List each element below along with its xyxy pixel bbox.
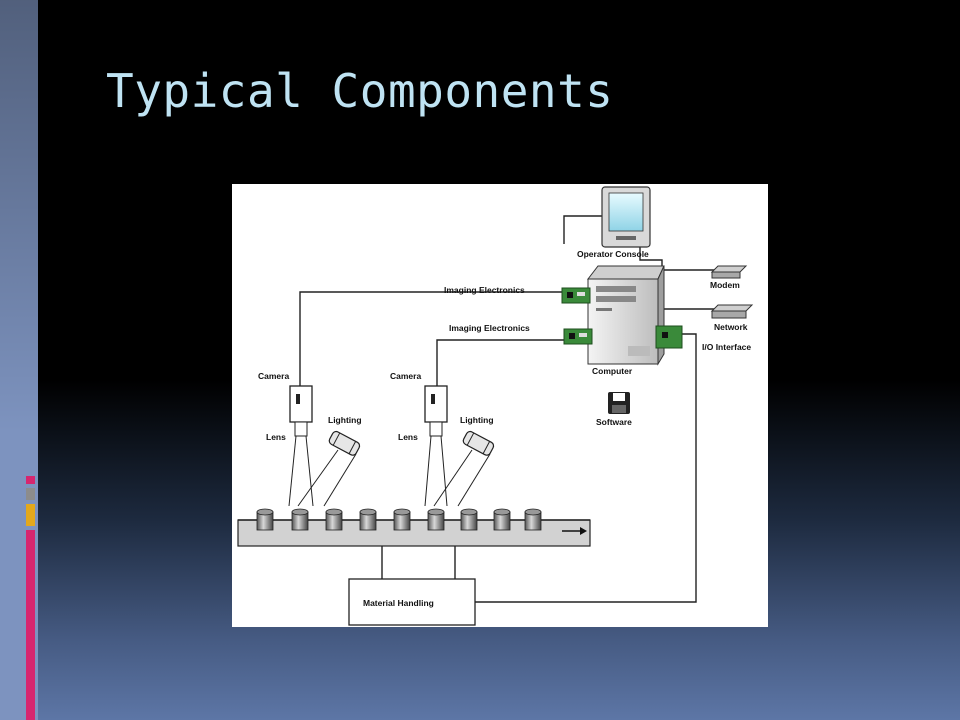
software-label: Software [596,417,632,427]
accent-mark-pink-long [26,530,35,720]
computer-tower-icon [586,265,665,366]
network-icon [710,304,754,319]
connection-lines [299,215,737,603]
operator-console-label: Operator Console [577,249,649,259]
imaging-electronics-label-1: Imaging Electronics [444,285,525,295]
slide-title: Typical Components [106,64,614,118]
material-handling-label: Material Handling [363,598,434,608]
lighting-label-1: Lighting [328,415,362,425]
system-diagram: Operator Console [232,184,768,627]
camera-label-1: Camera [258,371,289,381]
accent-mark-gold [26,504,35,526]
imaging-board-2 [563,328,593,345]
part-cans [256,508,542,531]
io-interface-board [655,325,683,349]
imaging-electronics-label-2: Imaging Electronics [449,323,530,333]
conveyor-arrow-icon [562,527,587,535]
modem-label: Modem [710,280,740,290]
material-handling-box [348,578,476,626]
light-rays-1 [297,449,357,507]
computer-label: Computer [592,366,633,376]
camera-icon [289,385,313,437]
camera-label-2: Camera [390,371,421,381]
io-interface-label: I/O Interface [702,342,751,352]
lighting-icon [328,430,361,456]
light-rays-2 [433,449,491,507]
lighting-icon-2 [462,430,495,456]
lens-label-1: Lens [266,432,286,442]
floppy-disk-icon [608,392,630,414]
lens-label-2: Lens [398,432,418,442]
modem-icon [710,265,748,279]
network-label: Network [714,322,748,332]
camera-icon-2 [424,385,448,437]
monitor-icon [601,186,651,248]
accent-mark-pink [26,476,35,484]
lighting-label-2: Lighting [460,415,494,425]
diagram-svg: Operator Console [237,186,754,626]
imaging-board-1 [561,287,591,304]
field-of-view-2 [424,435,448,507]
accent-mark-gray [26,488,35,500]
field-of-view-1 [288,435,314,507]
